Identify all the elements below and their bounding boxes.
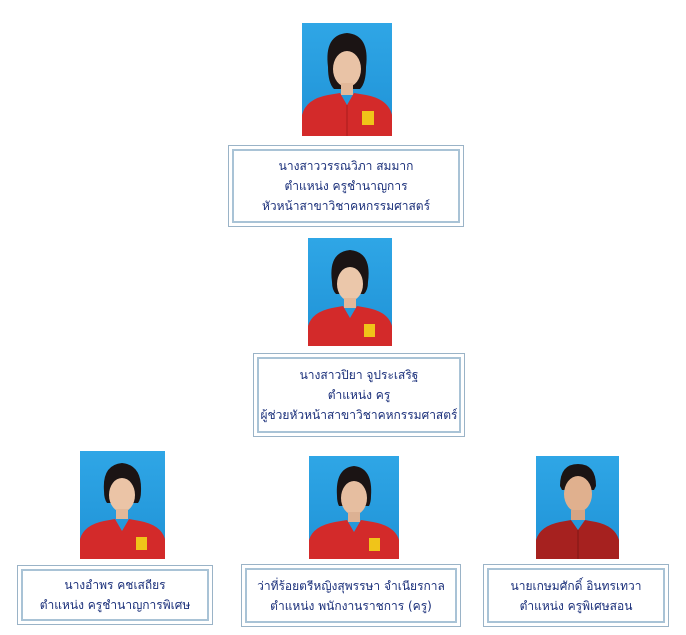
- person-portrait-icon: [308, 250, 392, 346]
- head-name: นางสาววรรณวิภา สมมาก: [278, 159, 414, 173]
- head-role: หัวหน้าสาขาวิชาคหกรรมศาสตร์: [261, 199, 431, 213]
- member-2-info-box: ว่าที่ร้อยตรีหญิงสุพรรษา จำเนียรกาล ตำแห…: [241, 564, 461, 627]
- person-portrait-icon: [302, 33, 392, 136]
- member-3-position: ตำแหน่ง ครูพิเศษสอน: [519, 598, 633, 613]
- person-portrait-icon: [536, 464, 619, 559]
- member-1-position: ตำแหน่ง ครูชำนาญการพิเศษ: [39, 598, 191, 612]
- member-3-photo: [536, 456, 619, 559]
- member-2-name: ว่าที่ร้อยตรีหญิงสุพรรษา จำเนียรกาล: [257, 578, 445, 593]
- member-1-photo: [80, 451, 165, 559]
- member-3-info-box: นายเกษมศักดิ์ อินทรเทวา ตำแหน่ง ครูพิเศษ…: [483, 564, 669, 627]
- assistant-role: ผู้ช่วยหัวหน้าสาขาวิชาคหกรรมศาสตร์: [260, 408, 458, 422]
- member-2-photo: [309, 456, 399, 559]
- assistant-name: นางสาวปิยา จูประเสริฐ: [299, 368, 419, 382]
- person-portrait-icon: [309, 466, 399, 559]
- head-info-box: นางสาววรรณวิภา สมมาก ตำแหน่ง ครูชำนาญการ…: [228, 145, 464, 227]
- assistant-info-box: นางสาวปิยา จูประเสริฐ ตำแหน่ง ครู ผู้ช่ว…: [253, 353, 465, 437]
- member-3-name: นายเกษมศักดิ์ อินทรเทวา: [510, 578, 642, 593]
- assistant-photo: [308, 238, 392, 346]
- head-photo: [302, 23, 392, 136]
- assistant-position: ตำแหน่ง ครู: [327, 388, 391, 402]
- member-1-name: นางอำพร คชเสถียร: [64, 578, 166, 592]
- person-portrait-icon: [80, 463, 165, 559]
- head-position: ตำแหน่ง ครูชำนาญการ: [284, 179, 408, 193]
- member-1-info-box: นางอำพร คชเสถียร ตำแหน่ง ครูชำนาญการพิเศ…: [17, 565, 213, 625]
- member-2-position: ตำแหน่ง พนักงานราชการ (ครู): [270, 598, 432, 613]
